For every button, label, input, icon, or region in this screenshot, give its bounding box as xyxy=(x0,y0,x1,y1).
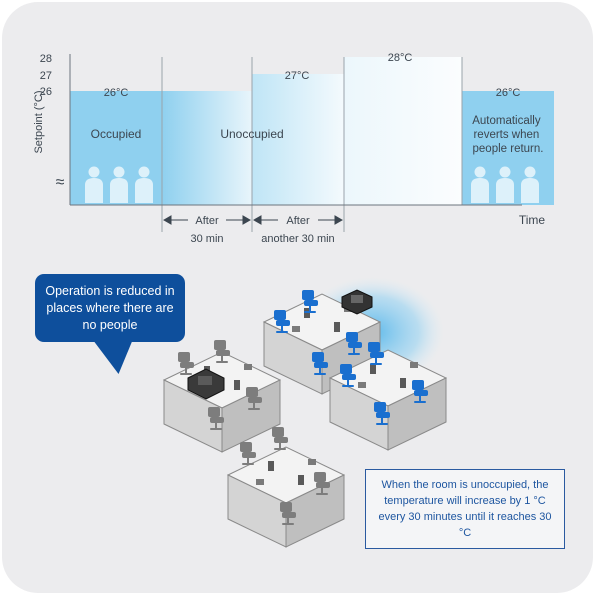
segment-unoccupied xyxy=(162,91,252,205)
interval-label-line1: After xyxy=(195,215,219,227)
axis-break-symbol: ≈ xyxy=(56,174,65,191)
y-tick-26: 26 xyxy=(40,86,52,98)
segment-value-label: 27°C xyxy=(285,70,310,82)
state-label-reverts: Automatically reverts when people return… xyxy=(472,115,544,155)
segment-value-label: 26°C xyxy=(496,87,521,99)
interval-arrow-2 xyxy=(252,215,344,225)
occupant-silhouettes-start xyxy=(85,166,153,203)
segment-unoccupied-plus-30 xyxy=(252,74,344,205)
segment-value-label: 26°C xyxy=(104,87,129,99)
info-note-text: When the room is unoccupied, the tempera… xyxy=(378,479,552,539)
y-axis-label: Setpoint (°C) xyxy=(33,90,45,153)
ac-unit-active xyxy=(341,289,373,315)
y-tick-27: 27 xyxy=(40,70,52,82)
info-note-box: When the room is unoccupied, the tempera… xyxy=(365,469,565,549)
state-label-occupied: Occupied xyxy=(91,127,142,141)
y-tick-28: 28 xyxy=(40,53,52,65)
segment-unoccupied-plus-60 xyxy=(344,57,462,205)
setpoint-chart: 28 27 26 Setpoint (°C) ≈ Time 26°C 27°C … xyxy=(33,52,554,245)
segment-value-label: 28°C xyxy=(388,52,413,64)
interval-label-line1: After xyxy=(286,215,310,227)
desk-group-idle xyxy=(227,427,345,548)
callout-bubble: Operation is reduced in places where the… xyxy=(35,274,185,342)
callout-text: Operation is reduced in places where the… xyxy=(45,283,175,332)
occupant-silhouettes-return xyxy=(471,166,539,203)
office-illustration xyxy=(163,277,447,548)
interval-label-line2: 30 min xyxy=(190,233,223,245)
interval-arrow-1 xyxy=(162,215,252,225)
desk-group-idle xyxy=(163,340,281,453)
ac-unit-idle xyxy=(187,368,225,400)
interval-label-line2: another 30 min xyxy=(261,233,334,245)
state-label-unoccupied: Unoccupied xyxy=(220,127,283,141)
x-axis-label: Time xyxy=(519,213,546,227)
